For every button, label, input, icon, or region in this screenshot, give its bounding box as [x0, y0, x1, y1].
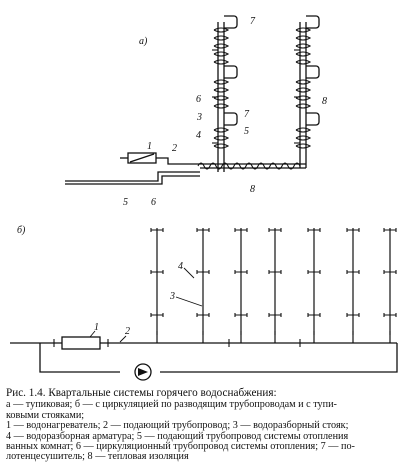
caption-line: ковыми стояками; — [6, 409, 85, 421]
label-a-1: 1 — [147, 141, 152, 152]
label-a-7-top: 7 — [250, 16, 256, 27]
risers-b — [156, 228, 391, 343]
label-a-6: 6 — [196, 94, 201, 105]
label-a-8-right: 8 — [322, 96, 327, 107]
label-a-6-bottom: 6 — [151, 197, 156, 208]
caption-line: лотенцесушитель; 8 — тепловая изоляция — [6, 451, 189, 463]
label-a-5-bottom: 5 — [123, 197, 128, 208]
towel-dryers-left — [224, 15, 238, 126]
label-a-3: 3 — [196, 112, 202, 123]
caption-line: 4 — водоразборная арматура; 5 — подающий… — [6, 430, 349, 442]
heating-supply-pipe — [65, 171, 200, 182]
label-a-5-riser: 5 — [244, 126, 249, 137]
heating-return-pipe — [65, 175, 200, 185]
supply-pipe-a — [156, 157, 200, 165]
thermal-insulation — [197, 27, 312, 170]
label-b-1: 1 — [94, 322, 99, 333]
panel-b-label: б) — [17, 225, 26, 236]
caption-line: 1 — водонагреватель; 2 — подающий трубоп… — [6, 420, 349, 432]
figure-caption: Рис. 1.4. Квартальные системы горячего в… — [6, 387, 398, 463]
towel-dryers-right — [306, 15, 320, 126]
label-a-8-bottom: 8 — [250, 184, 255, 195]
panel-b: б) — [10, 225, 398, 381]
label-b-3: 3 — [169, 291, 175, 302]
label-b-2: 2 — [125, 326, 130, 337]
panel-a-label: а) — [139, 36, 148, 47]
caption-line: а — тупиковая; б — с циркуляцией по разв… — [6, 399, 337, 411]
circulation-pipe-b — [160, 343, 398, 373]
panel-a: а) — [65, 15, 327, 208]
caption-line: ванных комнат; 6 — циркуляционный трубоп… — [6, 441, 355, 453]
caption-title: Рис. 1.4. Квартальные системы горячего в… — [6, 387, 277, 399]
label-a-2: 2 — [172, 143, 177, 154]
water-heater-b — [61, 336, 101, 350]
label-a-4: 4 — [196, 130, 201, 141]
label-a-7-mid: 7 — [244, 109, 250, 120]
fittings-b — [53, 228, 397, 347]
label-b-4: 4 — [178, 261, 183, 272]
